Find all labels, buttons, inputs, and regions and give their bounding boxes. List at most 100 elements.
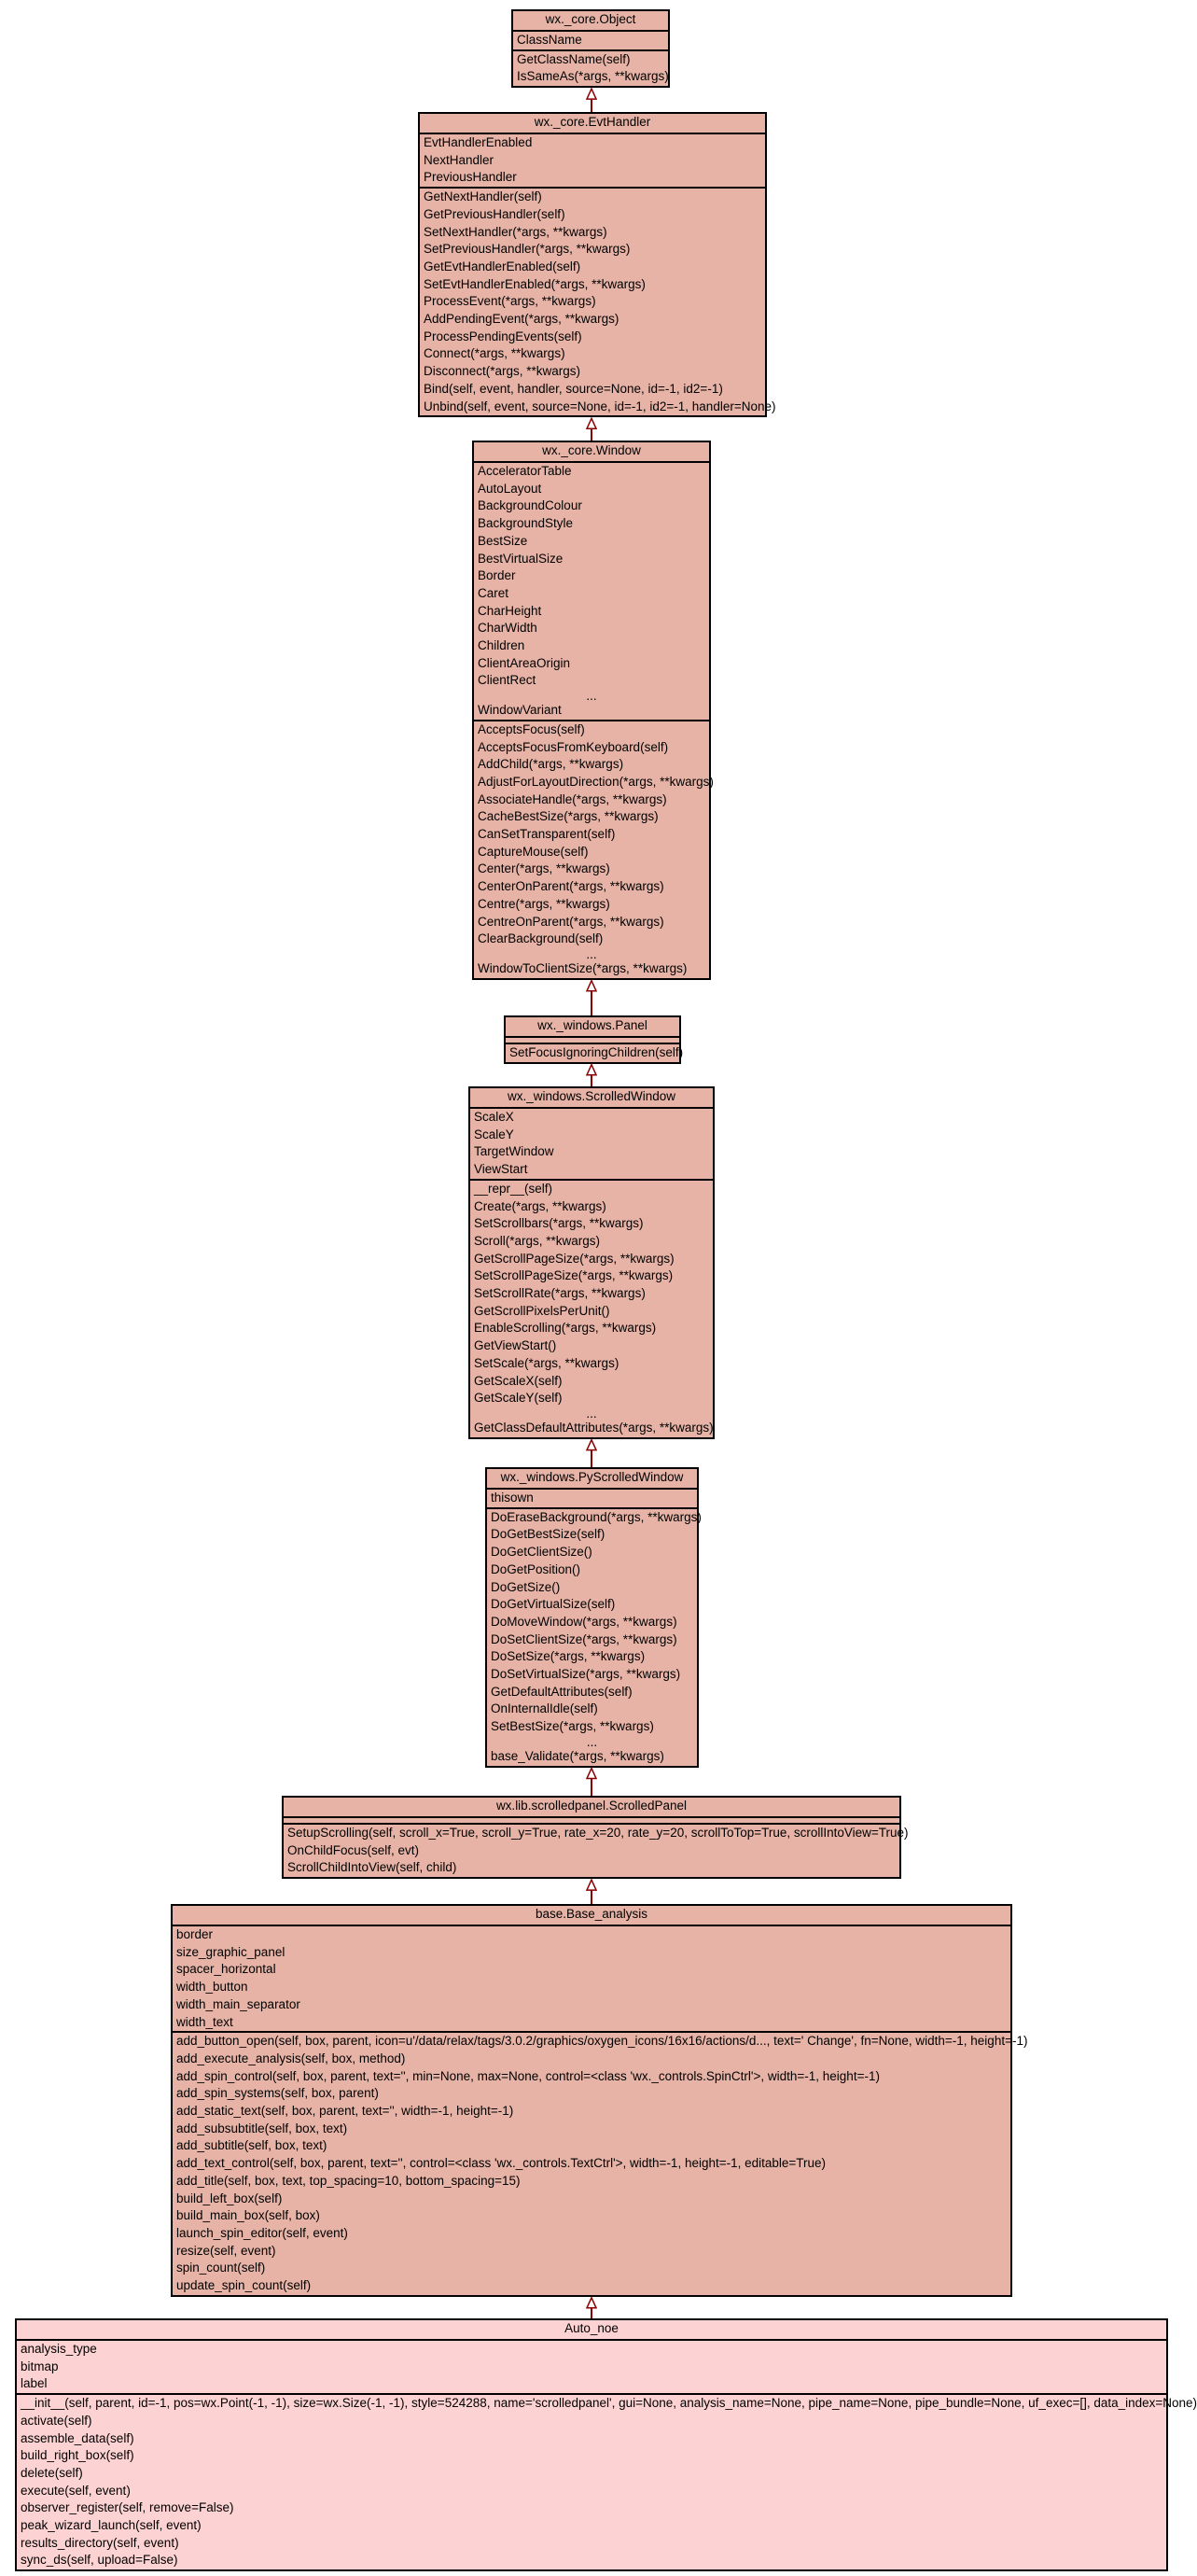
attribute-row: EvtHandlerEnabled <box>424 135 533 149</box>
attribute-row: NextHandler <box>424 152 494 167</box>
method-row: SetScrollbars(*args, **kwargs) <box>474 1216 644 1231</box>
inheritance-arrowhead <box>585 2295 598 2309</box>
ellipsis: ... <box>586 1406 597 1421</box>
method-row: add_static_text(self, box, parent, text=… <box>176 2104 514 2119</box>
method-section: SetupScrolling(self, scroll_x=True, scro… <box>284 1823 909 1877</box>
attribute-row: TargetWindow <box>474 1144 554 1159</box>
inheritance-arrowhead <box>585 416 598 429</box>
method-section: SetFocusIgnoringChildren(self) <box>506 1043 683 1062</box>
method-row: GetScrollPageSize(*args, **kwargs) <box>474 1251 675 1266</box>
inheritance-arrowhead <box>585 978 598 992</box>
method-row: Create(*args, **kwargs) <box>474 1198 606 1213</box>
class-name: wx.lib.scrolledpanel.ScrolledPanel <box>284 1798 899 1818</box>
method-row: add_text_control(self, box, parent, text… <box>176 2156 827 2171</box>
method-row: GetScrollPixelsPerUnit() <box>474 1303 610 1318</box>
attribute-row: label <box>21 2376 48 2391</box>
attribute-row: width_main_separator <box>176 1996 300 2011</box>
method-section: add_button_open(self, box, parent, icon=… <box>173 2031 1028 2295</box>
method-row: CaptureMouse(self) <box>478 844 589 859</box>
class-name: base.Base_analysis <box>173 1906 1010 1926</box>
method-section: __init__(self, parent, id=-1, pos=wx.Poi… <box>17 2393 1197 2569</box>
attribute-row: bitmap <box>21 2359 59 2373</box>
attribute-section: thisown <box>487 1490 697 1507</box>
attribute-row: ClientAreaOrigin <box>478 655 571 670</box>
method-row: SetBestSize(*args, **kwargs) <box>491 1719 654 1734</box>
method-row: OnChildFocus(self, evt) <box>287 1842 420 1857</box>
method-row: spin_count(self) <box>176 2261 266 2275</box>
method-row: observer_register(self, remove=False) <box>21 2500 234 2515</box>
inheritance-arrowhead <box>585 87 598 100</box>
method-row: delete(self) <box>21 2465 83 2480</box>
method-row: DoGetVirtualSize(self) <box>491 1597 616 1612</box>
method-row: __init__(self, parent, id=-1, pos=wx.Poi… <box>21 2396 1197 2411</box>
attribute-row: ClassName <box>517 33 582 47</box>
method-row: OnInternalIdle(self) <box>491 1701 598 1716</box>
method-row: CanSetTransparent(self) <box>478 827 616 842</box>
method-row: CacheBestSize(*args, **kwargs) <box>478 809 659 824</box>
method-row: CenterOnParent(*args, **kwargs) <box>478 879 664 894</box>
attribute-row: BestVirtualSize <box>478 551 564 566</box>
method-row: add_execute_analysis(self, box, method) <box>176 2051 406 2065</box>
attribute-row: Border <box>478 568 516 583</box>
method-row: Centre(*args, **kwargs) <box>478 896 610 911</box>
method-row: activate(self) <box>21 2413 92 2428</box>
attribute-row: AcceleratorTable <box>478 464 572 478</box>
attribute-row: Caret <box>478 585 509 600</box>
attribute-row: BackgroundColour <box>478 498 582 513</box>
method-row: AddChild(*args, **kwargs) <box>478 757 624 772</box>
method-row: WindowToClientSize(*args, **kwargs) <box>478 960 688 975</box>
attribute-row: ScaleY <box>474 1127 514 1141</box>
inheritance-arrowhead <box>585 1878 598 1891</box>
method-row: DoGetClientSize() <box>491 1545 592 1560</box>
class-name: wx._windows.ScrolledWindow <box>470 1088 713 1109</box>
attribute-row: width_button <box>176 1980 248 1995</box>
attribute-row: spacer_horizontal <box>176 1962 276 1977</box>
attribute-row: width_text <box>176 2014 233 2029</box>
method-row: add_title(self, box, text, top_spacing=1… <box>176 2173 521 2188</box>
attribute-row: border <box>176 1927 214 1941</box>
class-name: wx._windows.Panel <box>506 1017 679 1038</box>
method-section: GetNextHandler(self)GetPreviousHandler(s… <box>420 187 775 415</box>
method-section: AcceptsFocus(self)AcceptsFocusFromKeyboa… <box>474 719 714 978</box>
class-name: wx._core.Window <box>474 442 709 463</box>
method-row: __repr__(self) <box>474 1181 553 1196</box>
method-row: IsSameAs(*args, **kwargs) <box>517 69 669 84</box>
method-row: assemble_data(self) <box>21 2430 134 2445</box>
method-row: build_left_box(self) <box>176 2191 283 2205</box>
method-row: DoSetSize(*args, **kwargs) <box>491 1649 646 1664</box>
method-row: AssociateHandle(*args, **kwargs) <box>478 791 667 806</box>
method-row: Bind(self, event, handler, source=None, … <box>424 381 723 396</box>
method-row: GetNextHandler(self) <box>424 189 542 204</box>
ellipsis: ... <box>586 1734 598 1749</box>
attribute-row: ClientRect <box>478 673 536 688</box>
method-row: DoSetVirtualSize(*args, **kwargs) <box>491 1667 681 1682</box>
method-row: SetScrollPageSize(*args, **kwargs) <box>474 1268 674 1283</box>
inheritance-arrowhead <box>585 1062 598 1076</box>
attribute-row: ViewStart <box>474 1162 528 1177</box>
method-row: build_right_box(self) <box>21 2448 134 2463</box>
method-row: Connect(*args, **kwargs) <box>424 346 565 361</box>
class-name: wx._windows.PyScrolledWindow <box>487 1469 697 1490</box>
attribute-row: AutoLayout <box>478 481 542 496</box>
method-row: AcceptsFocusFromKeyboard(self) <box>478 739 669 754</box>
method-row: base_Validate(*args, **kwargs) <box>491 1748 664 1763</box>
method-row: SetScale(*args, **kwargs) <box>474 1355 619 1370</box>
method-row: SetupScrolling(self, scroll_x=True, scro… <box>287 1826 909 1840</box>
method-row: launch_spin_editor(self, event) <box>176 2225 348 2240</box>
method-row: DoSetClientSize(*args, **kwargs) <box>491 1631 677 1646</box>
class-name: Auto_noe <box>17 2320 1166 2341</box>
method-row: add_button_open(self, box, parent, icon=… <box>176 2034 1028 2049</box>
method-row: GetScaleX(self) <box>474 1373 563 1388</box>
